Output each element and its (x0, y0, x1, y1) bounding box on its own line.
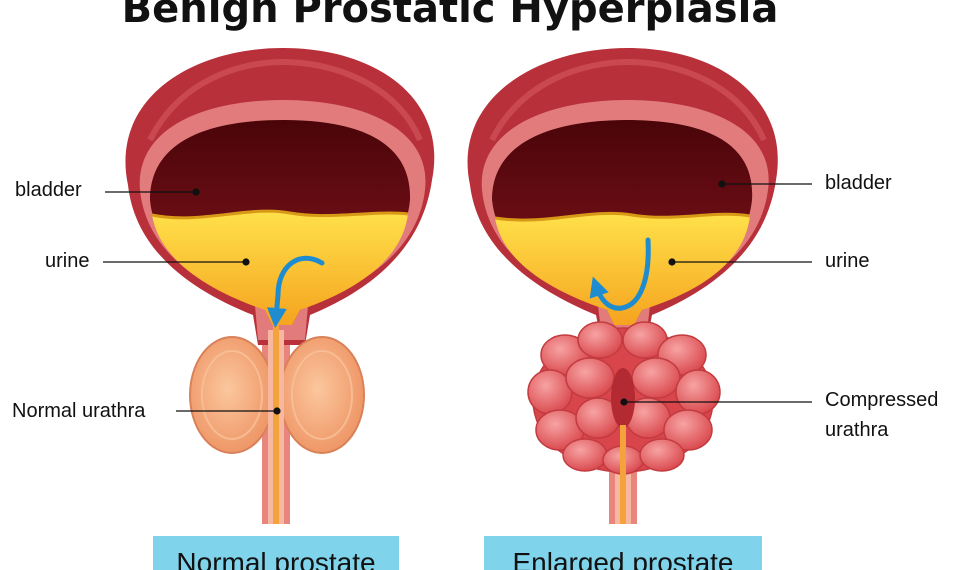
enlarged-prostate-illustration (467, 48, 812, 524)
compressed-urethra-center (611, 368, 635, 428)
label-bladder-right: bladder (825, 172, 892, 194)
label-urethra-right-line1: Compressed (825, 389, 939, 411)
label-urine-left: urine (45, 250, 90, 272)
label-urethra-left: Normal urathra (12, 400, 146, 422)
label-urethra-right-line2: urathra (825, 419, 889, 441)
normal-flow-arrow (266, 255, 325, 328)
enlarged-label-pointers (620, 180, 812, 406)
caption-enlarged-text: Enlarged prostate (512, 547, 734, 570)
enlarged-urine (495, 213, 750, 325)
normal-label-pointers (103, 188, 281, 415)
page-title: Benign Prostatic Hyperplasia (121, 0, 779, 32)
caption-enlarged-prostate: Enlarged prostate (484, 536, 762, 570)
caption-normal-prostate: Normal prostate (153, 536, 399, 570)
caption-normal-text: Normal prostate (176, 547, 376, 570)
label-bladder-left: bladder (15, 179, 82, 201)
normal-urine (152, 211, 408, 325)
normal-prostate-illustration (103, 48, 435, 524)
enlarged-flow-arrow (589, 237, 651, 311)
label-urine-right: urine (825, 250, 870, 272)
